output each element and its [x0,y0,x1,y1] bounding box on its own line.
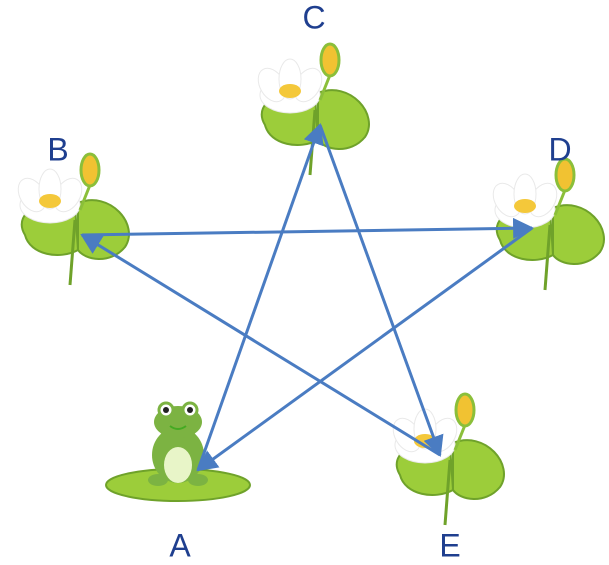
node-label-e: E [439,527,460,563]
jump-arrow-a-to-c [198,125,320,470]
jump-arrow-d-to-a [198,228,532,470]
node-label-b: B [47,131,68,167]
water-lily-icon [13,154,129,285]
jump-arrow-e-to-b [82,235,440,455]
water-lily-icon [488,159,604,290]
jump-arrow-b-to-d [82,228,532,235]
node-label-d: D [548,131,571,167]
node-label-c: C [302,0,325,35]
jump-arrow-c-to-e [320,125,440,455]
frog-icon [106,403,250,501]
water-lily-icon [388,394,504,525]
node-label-a: A [169,527,191,563]
